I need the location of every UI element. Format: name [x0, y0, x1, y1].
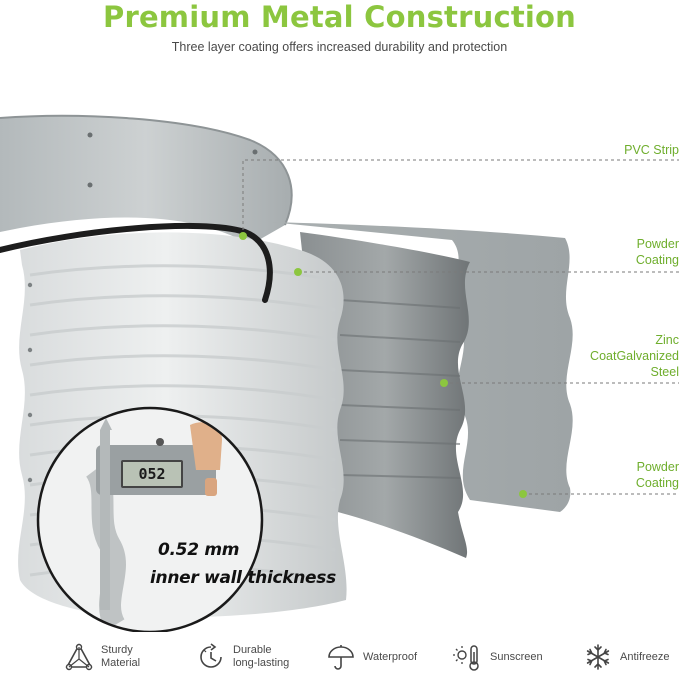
callout-powder-coating: Powder Coating [635, 237, 679, 267]
callout-pvc-strip: PVC Strip [624, 143, 679, 157]
antifreeze-icon [586, 644, 610, 670]
thickness-caption: inner wall thickness [150, 568, 336, 588]
zinc-coating-dot [440, 379, 448, 387]
thickness-value: 0.52 mm [158, 540, 240, 560]
durable-icon [200, 643, 222, 668]
sturdy-material-icon [65, 643, 93, 671]
waterproof-icon [328, 645, 354, 670]
back-ring [0, 115, 292, 245]
feature-antifreeze: Antifreeze [583, 632, 670, 682]
feature-sunscreen: Sunscreen [453, 632, 543, 682]
powder-coating-outer-dot [519, 490, 527, 498]
feature-waterproof: Waterproof [326, 632, 417, 682]
caliper-display: 052 [121, 460, 183, 488]
callout-zinc-coating: Zinc CoatGalvanized Steel [590, 333, 679, 379]
feature-sturdy: Sturdy Material [64, 632, 140, 682]
powder-coating-dot [294, 268, 302, 276]
caliper-magnifier [38, 408, 262, 632]
feature-row: Sturdy Material Durable long-lasting Wat… [0, 632, 679, 682]
raised-bed-illustration [0, 114, 679, 632]
page-title: Premium Metal Construction [102, 0, 577, 34]
powder-panel-rear [270, 222, 573, 512]
pvc-strip-dot [239, 232, 247, 240]
page-subtitle: Three layer coating offers increased dur… [171, 40, 508, 54]
feature-durable: Durable long-lasting [196, 632, 289, 682]
pvc-strip [0, 222, 273, 303]
callout-powder-coating-outer: Powder Coating [635, 460, 679, 490]
sunscreen-icon [453, 645, 479, 671]
